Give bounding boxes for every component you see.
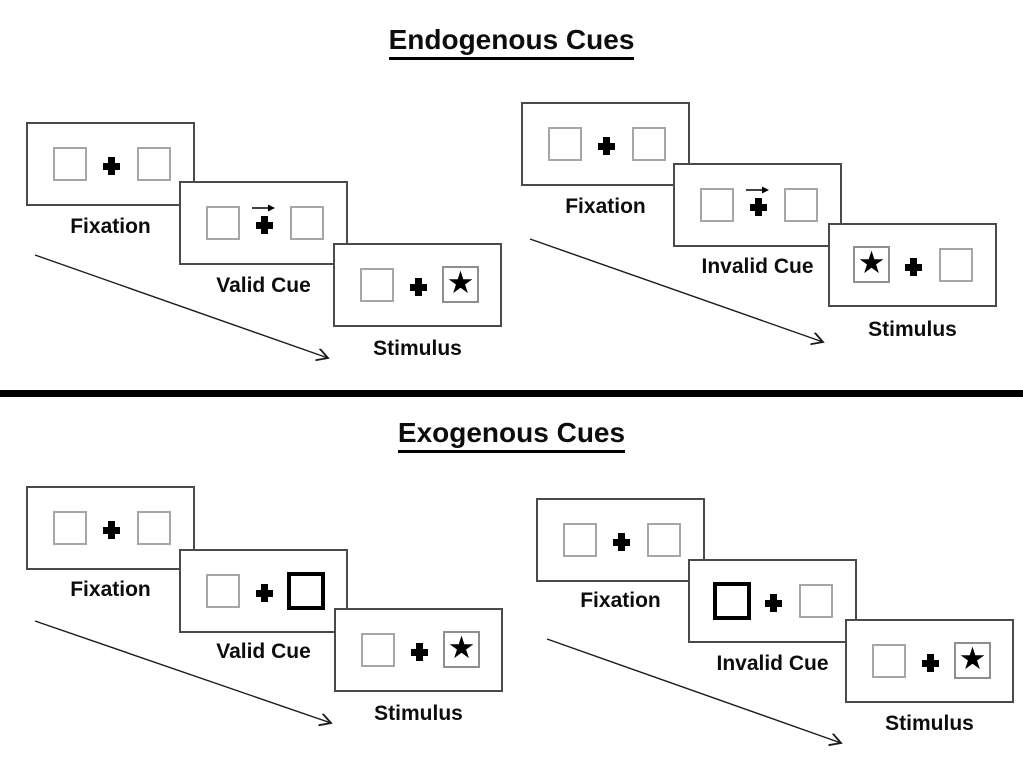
stimulus-label: Stimulus: [374, 702, 463, 725]
fixation-cross-icon: [598, 137, 615, 155]
endogenous-valid-fixation-panel: [26, 122, 195, 206]
stimulus-label: Stimulus: [868, 318, 957, 341]
right-placeholder-box: [632, 127, 666, 161]
fixation-cross-icon: [905, 258, 922, 276]
fixation-cross-icon: [613, 533, 630, 551]
left-placeholder-box: [872, 644, 906, 678]
bold-cue-box: [713, 582, 751, 620]
star-target-icon: ★: [857, 244, 886, 281]
left-placeholder-box: [53, 511, 87, 545]
valid-cue-label: Valid Cue: [216, 274, 311, 297]
endogenous-valid-stimulus-panel: ★: [333, 243, 502, 327]
right-placeholder-box: [137, 511, 171, 545]
fixation-label: Fixation: [580, 589, 661, 612]
left-placeholder-box: [700, 188, 734, 222]
right-placeholder-box: [137, 147, 171, 181]
left-placeholder-box: [360, 268, 394, 302]
exogenous-invalid-cue-panel: [688, 559, 857, 643]
star-target-icon: ★: [446, 264, 475, 301]
left-placeholder-box: [361, 633, 395, 667]
exogenous-title-text: Exogenous Cues: [397, 417, 626, 453]
endogenous-invalid-stimulus-panel: ★: [828, 223, 997, 307]
exogenous-valid-fixation-panel: [26, 486, 195, 570]
star-target-icon: ★: [958, 640, 987, 677]
timeline-arrow: [546, 638, 855, 753]
bold-cue-box: [287, 572, 325, 610]
fixation-cross-icon: [103, 157, 120, 175]
fixation-cross-icon: [765, 594, 782, 612]
left-placeholder-box: [206, 206, 240, 240]
endogenous-valid-cue-panel: [179, 181, 348, 265]
right-placeholder-box: [939, 248, 973, 282]
target-box: ★: [442, 266, 479, 303]
exogenous-invalid-stimulus-panel: ★: [845, 619, 1014, 703]
invalid-cue-label: Invalid Cue: [701, 255, 814, 278]
stimulus-label: Stimulus: [885, 712, 974, 735]
right-placeholder-box: [290, 206, 324, 240]
fixation-cross-icon: [103, 521, 120, 539]
left-placeholder-box: [53, 147, 87, 181]
right-placeholder-box: [784, 188, 818, 222]
fixation-cross-icon: [922, 654, 939, 672]
left-placeholder-box: [206, 574, 240, 608]
valid-cue-label: Valid Cue: [216, 640, 311, 663]
left-placeholder-box: [563, 523, 597, 557]
fixation-label: Fixation: [565, 195, 646, 218]
endogenous-section-title: Endogenous Cues: [0, 24, 1023, 60]
endogenous-invalid-cue-panel: [673, 163, 842, 247]
target-box: ★: [443, 631, 480, 668]
timeline-arrow: [529, 238, 837, 352]
exogenous-invalid-fixation-panel: [536, 498, 705, 582]
fixation-label: Fixation: [70, 578, 151, 601]
left-placeholder-box: [548, 127, 582, 161]
exogenous-valid-cue-panel: [179, 549, 348, 633]
fixation-cross-icon: [256, 216, 273, 234]
fixation-cross-icon: [411, 643, 428, 661]
fixation-cross-icon: [750, 198, 767, 216]
endogenous-invalid-fixation-panel: [521, 102, 690, 186]
target-box: ★: [853, 246, 890, 283]
endogenous-title-text: Endogenous Cues: [388, 24, 635, 60]
right-arrow-icon: [252, 204, 275, 212]
exogenous-valid-stimulus-panel: ★: [334, 608, 503, 692]
invalid-cue-label: Invalid Cue: [716, 652, 829, 675]
section-divider: [0, 390, 1023, 397]
right-placeholder-box: [799, 584, 833, 618]
exogenous-section-title: Exogenous Cues: [0, 417, 1023, 453]
star-target-icon: ★: [447, 629, 476, 666]
target-box: ★: [954, 642, 991, 679]
fixation-label: Fixation: [70, 215, 151, 238]
fixation-cross-icon: [410, 278, 427, 296]
timeline-arrow: [34, 620, 345, 733]
fixation-cross-icon: [256, 584, 273, 602]
timeline-arrow: [34, 254, 340, 368]
right-arrow-icon: [746, 186, 769, 194]
right-placeholder-box: [647, 523, 681, 557]
stimulus-label: Stimulus: [373, 337, 462, 360]
